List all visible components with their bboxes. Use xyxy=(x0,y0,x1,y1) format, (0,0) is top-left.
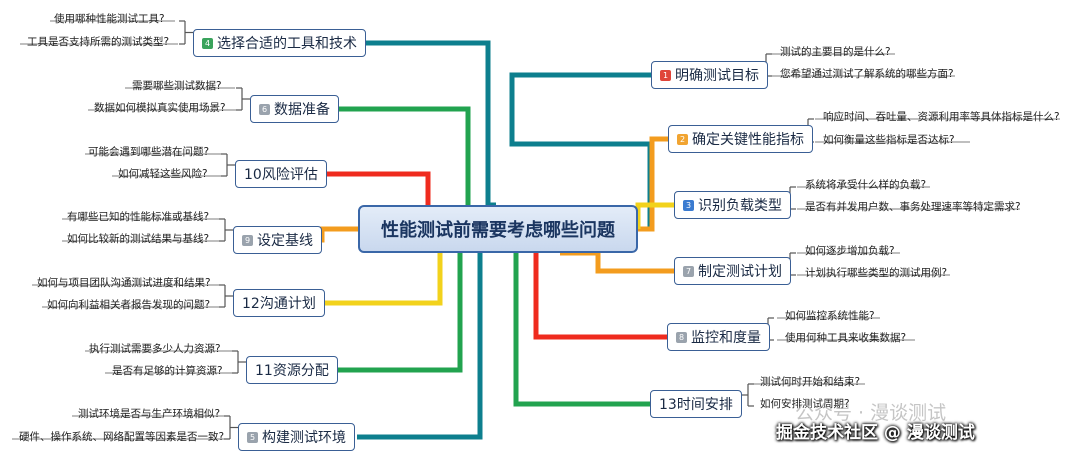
question-item[interactable]: 测试何时开始和结束? xyxy=(760,376,861,388)
topic-label: 构建测试环境 xyxy=(262,430,346,446)
topic-schedule[interactable]: 13时间安排 xyxy=(650,390,742,418)
question-item[interactable]: 测试环境是否与生产环境相似? xyxy=(78,408,221,420)
branch-line xyxy=(533,253,667,340)
watermark-juejin: 掘金技术社区 @ 漫谈测试 xyxy=(776,423,975,443)
question-item[interactable]: 如何监控系统性能? xyxy=(785,310,875,322)
central-topic[interactable]: 性能测试前需要考虑哪些问题 xyxy=(358,205,638,253)
branch-line xyxy=(638,136,668,232)
topic-environment[interactable]: 5 构建测试环境 xyxy=(238,423,355,451)
question-item[interactable]: 使用哪种性能测试工具? xyxy=(54,13,165,25)
topic-label: 明确测试目标 xyxy=(675,68,759,84)
topic-baseline[interactable]: 9 设定基线 xyxy=(233,226,322,254)
priority-7-icon: 7 xyxy=(683,265,694,277)
priority-9-icon: 9 xyxy=(242,234,253,246)
topic-test-plan[interactable]: 7 制定测试计划 xyxy=(674,257,791,285)
question-item[interactable]: 响应时间、吞吐量、资源利用率等具体指标是什么? xyxy=(823,111,1060,123)
topic-label: 13时间安排 xyxy=(659,397,733,413)
priority-2-icon: 2 xyxy=(677,133,688,145)
topic-label: 数据准备 xyxy=(274,102,330,118)
question-item[interactable]: 需要哪些测试数据? xyxy=(132,80,222,92)
topic-tools[interactable]: 4 选择合适的工具和技术 xyxy=(193,29,366,57)
question-item[interactable]: 可能会遇到哪些潜在问题? xyxy=(88,146,210,158)
topic-label: 10风险评估 xyxy=(244,167,318,183)
topic-label: 制定测试计划 xyxy=(698,264,782,280)
topic-label: 选择合适的工具和技术 xyxy=(217,36,357,52)
question-item[interactable]: 如何比较新的测试结果与基线? xyxy=(67,233,210,245)
question-item[interactable]: 是否有足够的计算资源? xyxy=(112,365,223,377)
branch-line xyxy=(329,253,463,373)
question-item[interactable]: 计划执行哪些类型的测试用例? xyxy=(805,267,948,279)
priority-5-icon: 5 xyxy=(247,431,258,443)
branch-line xyxy=(513,253,650,407)
question-item[interactable]: 数据如何模拟真实使用场景? xyxy=(94,102,226,114)
branch-line xyxy=(357,253,483,440)
central-title: 性能测试前需要考虑哪些问题 xyxy=(381,220,615,241)
topic-key-metrics[interactable]: 2 确定关键性能指标 xyxy=(668,125,813,153)
branch-line xyxy=(635,202,674,229)
topic-load-types[interactable]: 3 识别负载类型 xyxy=(674,191,791,219)
branch-line xyxy=(335,106,471,208)
priority-3-icon: 3 xyxy=(683,199,694,211)
topic-label: 设定基线 xyxy=(257,233,313,249)
branch-line xyxy=(319,226,358,243)
question-item[interactable]: 如何衡量这些指标是否达标? xyxy=(823,134,955,146)
priority-4-icon: 4 xyxy=(202,37,213,49)
question-item[interactable]: 如何向利益相关者报告发现的问题? xyxy=(47,299,211,311)
topic-monitoring[interactable]: 8 监控和度量 xyxy=(667,323,770,351)
question-item[interactable]: 如何与项目团队沟通测试进度和结果? xyxy=(37,277,211,289)
watermark-wechat: 公众号 · 漫谈测试 xyxy=(795,402,947,424)
question-item[interactable]: 如何安排测试周期? xyxy=(760,398,850,410)
priority-6-icon: 6 xyxy=(259,103,270,115)
question-item[interactable]: 系统将承受什么样的负载? xyxy=(805,179,927,191)
topic-label: 识别负载类型 xyxy=(698,198,782,214)
topic-resources[interactable]: 11资源分配 xyxy=(246,356,338,384)
branch-line xyxy=(325,253,443,306)
question-item[interactable]: 执行测试需要多少人力资源? xyxy=(89,343,221,355)
topic-label: 11资源分配 xyxy=(255,363,329,379)
question-item[interactable]: 硬件、操作系统、网络配置等因素是否一致? xyxy=(19,431,225,443)
topic-label: 确定关键性能指标 xyxy=(692,132,804,148)
question-item[interactable]: 有哪些已知的性能标准或基线? xyxy=(67,211,210,223)
topic-risk[interactable]: 10风险评估 xyxy=(235,160,327,188)
question-item[interactable]: 如何逐步增加负载? xyxy=(805,245,895,257)
priority-8-icon: 8 xyxy=(676,331,687,343)
branch-line xyxy=(323,171,431,205)
topic-label: 12沟通计划 xyxy=(242,296,316,312)
topic-data-prep[interactable]: 6 数据准备 xyxy=(250,95,339,123)
topic-label: 监控和度量 xyxy=(691,330,761,346)
question-item[interactable]: 如何减轻这些风险? xyxy=(118,168,208,180)
question-item[interactable]: 您希望通过测试了解系统的哪些方面? xyxy=(780,68,954,80)
question-item[interactable]: 使用何种工具来收集数据? xyxy=(785,332,907,344)
topic-clarify-goals[interactable]: 1 明确测试目标 xyxy=(651,61,768,89)
question-item[interactable]: 工具是否支持所需的测试类型? xyxy=(27,36,170,48)
topic-communication[interactable]: 12沟通计划 xyxy=(233,289,325,317)
question-item[interactable]: 是否有并发用户数、事务处理速率等特定需求? xyxy=(805,201,1021,213)
branch-line xyxy=(560,250,674,274)
priority-1-icon: 1 xyxy=(660,69,671,81)
question-item[interactable]: 测试的主要目的是什么? xyxy=(780,46,891,58)
